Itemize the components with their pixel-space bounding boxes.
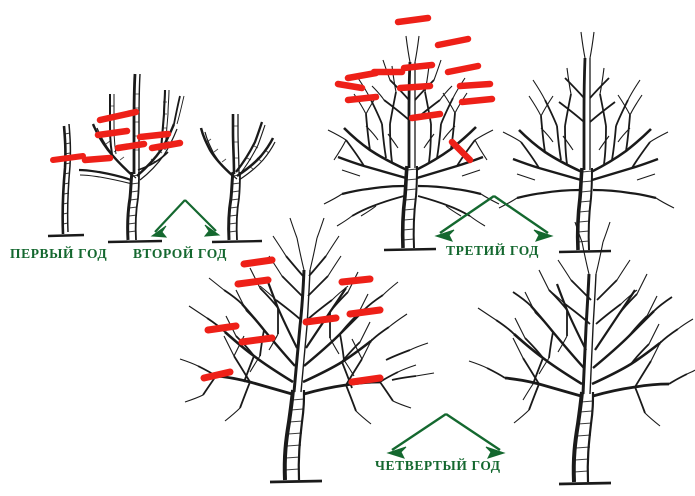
tree-year3-before <box>323 35 500 252</box>
tree-year1-before <box>47 123 85 238</box>
ground-line <box>211 239 263 244</box>
cut-marks-year2 <box>81 108 184 164</box>
ground-line <box>269 479 323 484</box>
tree-year3-after <box>498 31 675 254</box>
label-year-two: ВТОРОЙ ГОД <box>133 246 228 261</box>
cut-marks-year1 <box>50 153 86 163</box>
arrow-year3 <box>434 195 554 242</box>
arrow-year2 <box>150 199 221 238</box>
cut-marks-year4 <box>200 256 384 386</box>
ground-line <box>558 481 612 486</box>
tree-year4-before <box>179 217 435 484</box>
ground-line <box>383 247 437 252</box>
arrow-year4 <box>386 413 506 459</box>
ground-line <box>47 233 85 238</box>
cut-marks-year3 <box>334 14 496 164</box>
tree-year2-after <box>199 114 276 244</box>
ground-line <box>107 239 163 244</box>
label-year-three: ТРЕТИЙ ГОД <box>446 243 540 258</box>
label-year-one: ПЕРВЫЙ ГОД <box>10 246 108 261</box>
label-year-four: ЧЕТВЕРТЫЙ ГОД <box>375 458 501 473</box>
ground-line <box>558 249 612 254</box>
tree-year4-after <box>468 221 695 486</box>
